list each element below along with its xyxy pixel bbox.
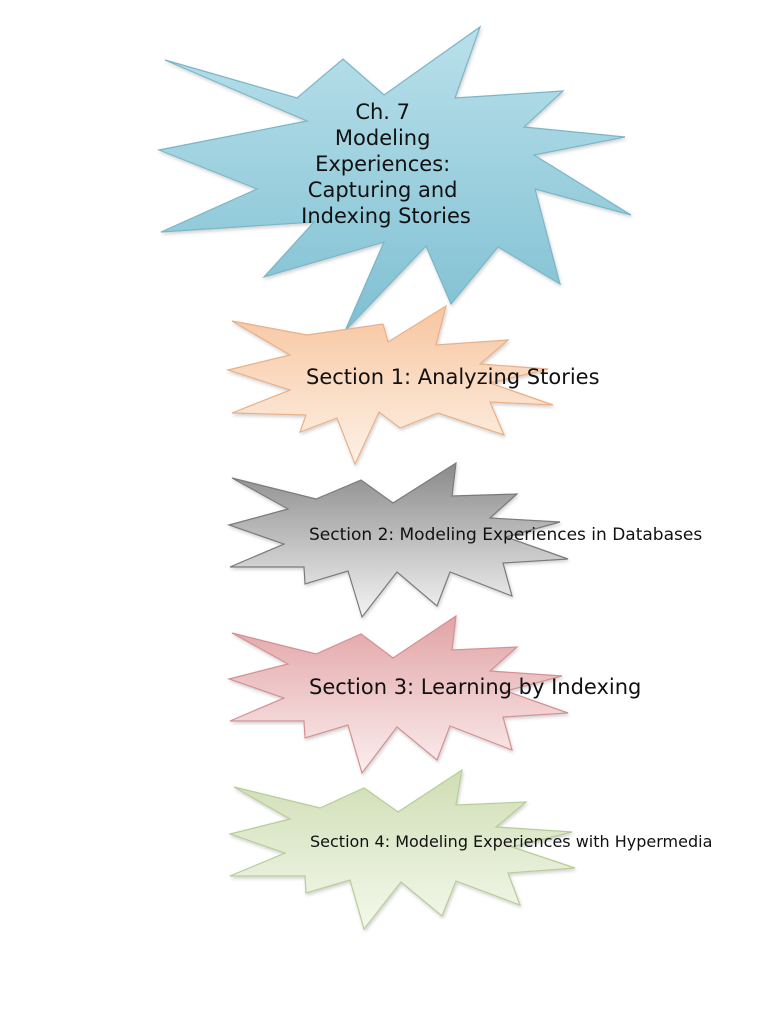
section-2-burst-shape	[226, 461, 569, 619]
svg-text:Ch. 7 Modeling Exp: Ch. 7 Modeling Experiences: Capturing an…	[301, 100, 471, 228]
chapter-title-line-2: Modeling	[335, 126, 431, 150]
section-1-burst: Section 1: Analyzing Stories	[225, 304, 600, 466]
section-1-burst-shape	[225, 304, 554, 466]
section-3-label: Section 3: Learning by Indexing	[309, 675, 641, 699]
section-4-label: Section 4: Modeling Experiences with Hyp…	[310, 832, 712, 851]
section-1-label: Section 1: Analyzing Stories	[306, 365, 600, 389]
section-3-burst: Section 3: Learning by Indexing	[226, 614, 641, 775]
section-2-burst: Section 2: Modeling Experiences in Datab…	[226, 461, 702, 619]
chapter-title-line-3: Experiences:	[315, 152, 450, 176]
chapter-title-line-5: Indexing Stories	[301, 204, 471, 228]
section-2-label: Section 2: Modeling Experiences in Datab…	[309, 525, 702, 545]
section-3-burst-shape	[226, 614, 569, 775]
chapter-title-line-4: Capturing and	[308, 178, 458, 202]
section-4-burst: Section 4: Modeling Experiences with Hyp…	[227, 768, 712, 931]
chapter-title-line-1: Ch. 7	[355, 100, 410, 124]
chapter-title-burst: Ch. 7 Modeling Experiences: Capturing an…	[156, 25, 632, 332]
section-4-burst-shape	[227, 768, 576, 931]
